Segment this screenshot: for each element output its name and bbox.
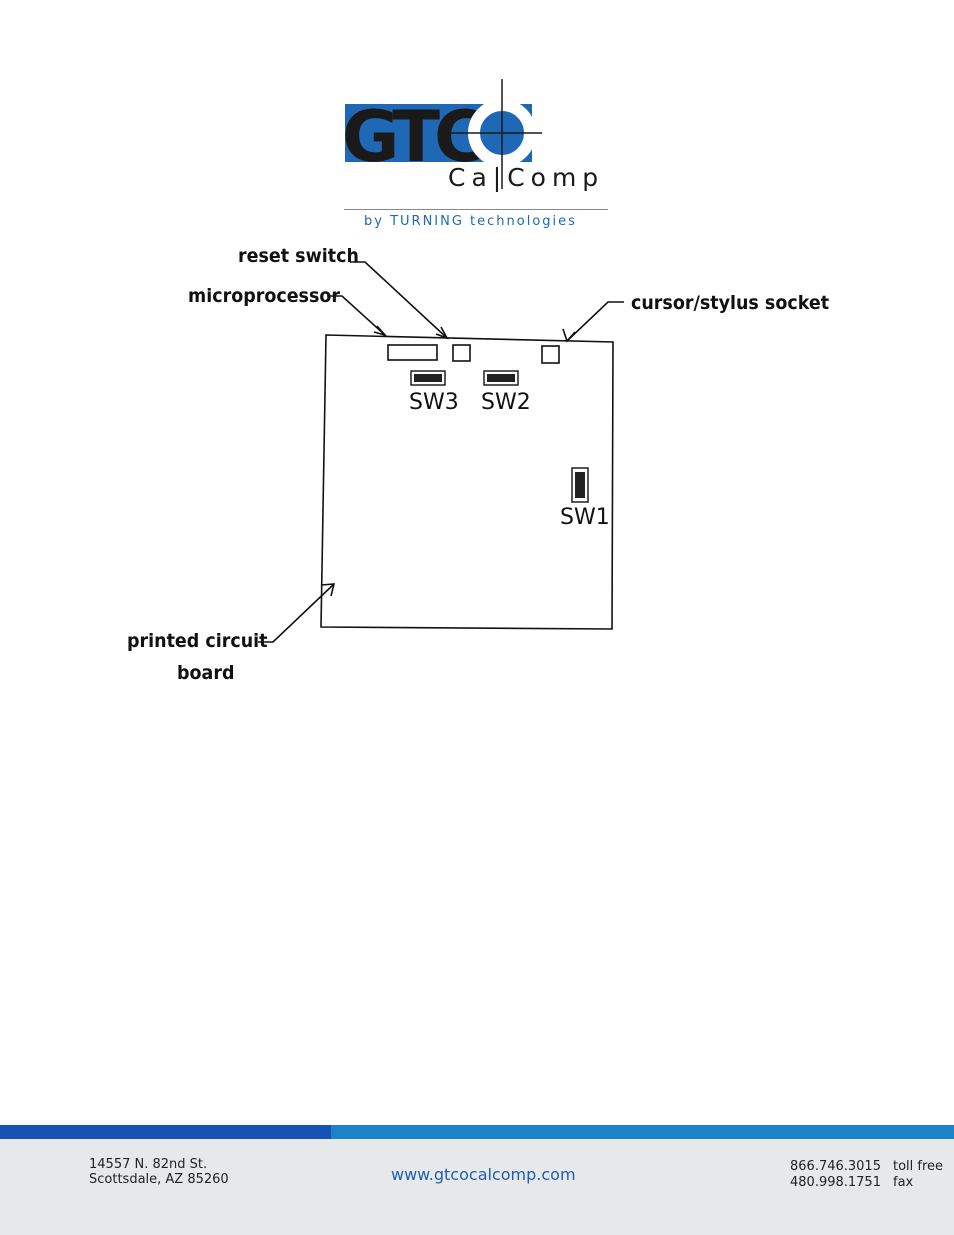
sw2-label: SW2 xyxy=(481,390,531,415)
sw1-label: SW1 xyxy=(560,505,610,530)
phone-toll-free-label: toll free xyxy=(893,1159,943,1174)
footer-band-left xyxy=(0,1125,331,1139)
cursor-socket-box xyxy=(542,346,559,363)
pcb-diagram: reset switch microprocessor cursor/stylu… xyxy=(0,235,954,705)
phone-fax: 480.998.1751 xyxy=(790,1175,881,1190)
logo-calcomp-text: Ca|Comp xyxy=(448,163,604,192)
logo-byline: by TURNING technologies xyxy=(364,214,577,229)
sw3-label: SW3 xyxy=(409,390,459,415)
microprocessor-chip xyxy=(388,345,437,360)
address-line2: Scottsdale, AZ 85260 xyxy=(89,1172,229,1187)
microprocessor-label: microprocessor xyxy=(188,285,340,307)
phone-fax-label: fax xyxy=(893,1175,913,1190)
sw2-dip-switch xyxy=(484,371,518,385)
gtco-calcomp-logo: GTC Ca|Comp by TURNING technologies xyxy=(330,75,630,235)
sw1-dip-switch xyxy=(572,468,588,502)
reset-switch-box xyxy=(453,345,470,361)
footer-band-right xyxy=(331,1125,954,1139)
sw3-dip-switch xyxy=(411,371,445,385)
pcb-label-line2: board xyxy=(177,662,234,684)
cursor-socket-leader xyxy=(567,302,624,341)
cursor-socket-label: cursor/stylus socket xyxy=(631,292,829,314)
pcb-outline xyxy=(321,335,613,629)
reset-switch-label: reset switch xyxy=(238,245,359,267)
address-line1: 14557 N. 82nd St. xyxy=(89,1157,207,1172)
pcb-label-line1: printed circuit xyxy=(127,630,268,652)
phone-toll-free: 866.746.3015 xyxy=(790,1159,881,1174)
page-footer: 14557 N. 82nd St. Scottsdale, AZ 85260 w… xyxy=(0,1125,954,1235)
website-link[interactable]: www.gtcocalcomp.com xyxy=(391,1165,576,1184)
pcb-leader xyxy=(258,584,334,642)
gtco-logo-mark: GTC xyxy=(330,75,630,235)
reset-switch-leader xyxy=(350,262,447,338)
logo-divider xyxy=(344,209,608,210)
